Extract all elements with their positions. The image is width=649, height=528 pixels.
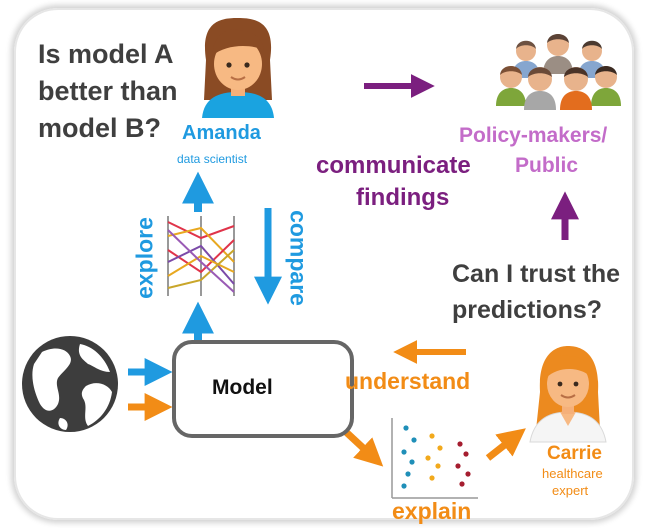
findings-label: findings	[356, 184, 450, 211]
model-comparison-question: Is model A better than model B?	[38, 36, 178, 147]
carrie-name: Carrie	[547, 443, 602, 464]
amanda-name: Amanda	[182, 122, 261, 144]
understand-label: understand	[345, 368, 471, 394]
question-line-1: Is model A	[38, 39, 174, 69]
policy-makers-label: Policy-makers/	[459, 124, 608, 147]
globe-icon	[22, 336, 118, 432]
people-group-icon	[496, 34, 621, 110]
explain-label: explain	[392, 498, 472, 524]
communicate-label: communicate	[316, 152, 471, 179]
model-label: Model	[212, 376, 273, 399]
carrie-role-line-1: healthcare	[542, 466, 603, 481]
amanda-avatar-icon	[202, 18, 274, 118]
question-line-3: model B?	[38, 113, 162, 143]
arrow-model-to-explain	[343, 429, 384, 467]
trust-question-line-1: Can I trust the	[452, 260, 621, 288]
compare-label: compare	[285, 210, 312, 306]
model-box	[172, 340, 354, 438]
public-label: Public	[515, 154, 579, 177]
explore-label: explore	[131, 217, 158, 299]
dot-plot-icon	[391, 418, 478, 499]
trust-question-line-2: predictions?	[452, 296, 603, 324]
question-line-2: better than	[38, 76, 178, 106]
carrie-role-line-2: expert	[552, 483, 589, 498]
parallel-coordinates-icon	[167, 216, 235, 296]
arrow-explain-to-carrie	[485, 428, 526, 461]
trust-question: Can I trust the predictions?	[452, 256, 620, 328]
carrie-avatar-icon	[529, 346, 607, 443]
amanda-role: data scientist	[177, 152, 248, 166]
